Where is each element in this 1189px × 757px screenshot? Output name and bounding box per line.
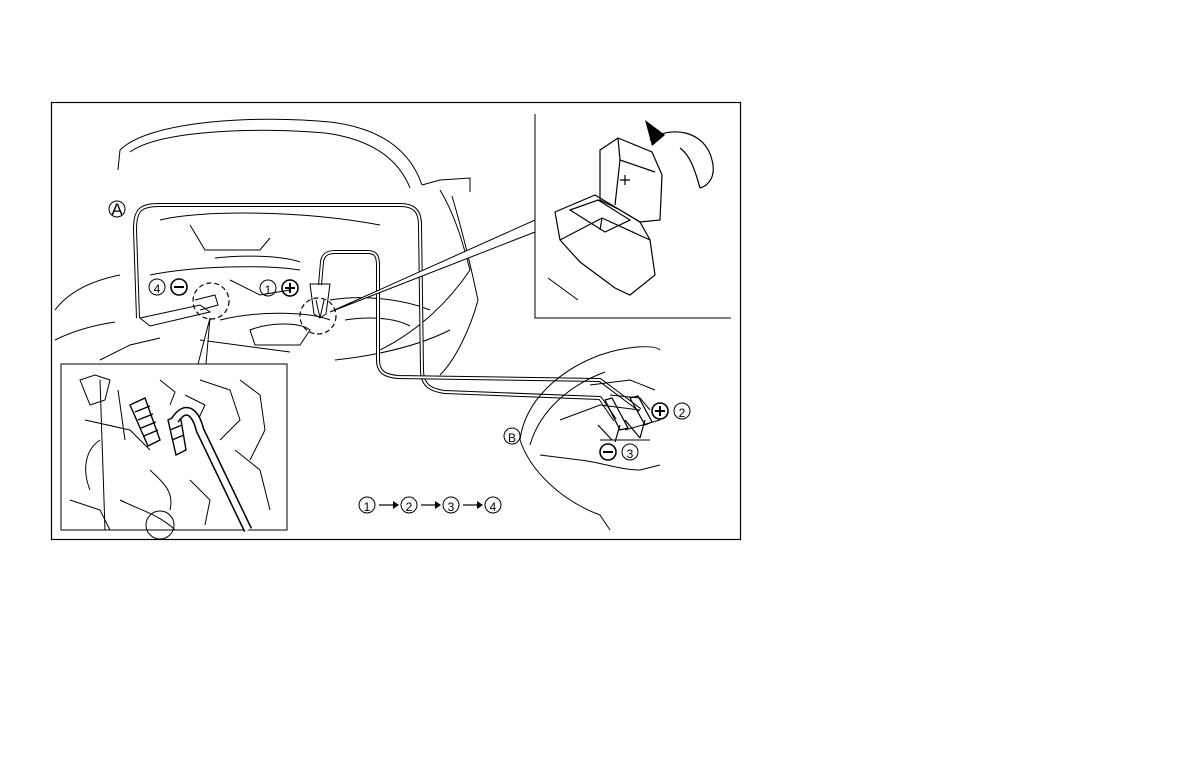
label-step3-negative: 3 xyxy=(600,444,638,461)
sequence-step-4: 4 xyxy=(485,497,501,514)
label-step2-positive: 2 xyxy=(652,403,690,420)
sequence-step-1: 1 xyxy=(359,497,375,514)
clamp-negative-car-a xyxy=(140,295,218,326)
sequence-arrow xyxy=(463,501,483,509)
sequence-arrow xyxy=(421,501,441,509)
sequence-step-3: 3 xyxy=(443,497,459,514)
svg-text:2: 2 xyxy=(406,500,413,514)
svg-text:1: 1 xyxy=(265,283,272,297)
svg-text:2: 2 xyxy=(679,406,686,420)
leader-to-terminal-inset xyxy=(330,220,535,312)
inset-terminal-cover xyxy=(535,114,731,318)
label-step4-negative: 4 xyxy=(149,279,187,296)
car-b-drawing xyxy=(520,347,660,530)
sequence-arrow xyxy=(379,501,399,509)
svg-text:B: B xyxy=(508,431,516,445)
svg-text:3: 3 xyxy=(627,447,634,461)
sequence-step-2: 2 xyxy=(401,497,417,514)
clamp-positive-car-a xyxy=(310,284,330,318)
inset-ground-point xyxy=(61,364,287,539)
label-car-b: B xyxy=(504,428,520,445)
leader-to-ground-inset xyxy=(198,318,210,364)
label-car-a: A xyxy=(109,200,125,219)
svg-text:4: 4 xyxy=(490,500,497,514)
svg-text:A: A xyxy=(111,200,123,219)
svg-text:1: 1 xyxy=(364,500,371,514)
connection-sequence: 1 2 3 4 xyxy=(359,497,501,514)
highlight-negative-point xyxy=(193,283,229,319)
label-step1-positive: 1 xyxy=(260,280,298,297)
svg-text:3: 3 xyxy=(448,500,455,514)
svg-text:4: 4 xyxy=(154,282,161,296)
car-a-drawing xyxy=(55,119,478,375)
